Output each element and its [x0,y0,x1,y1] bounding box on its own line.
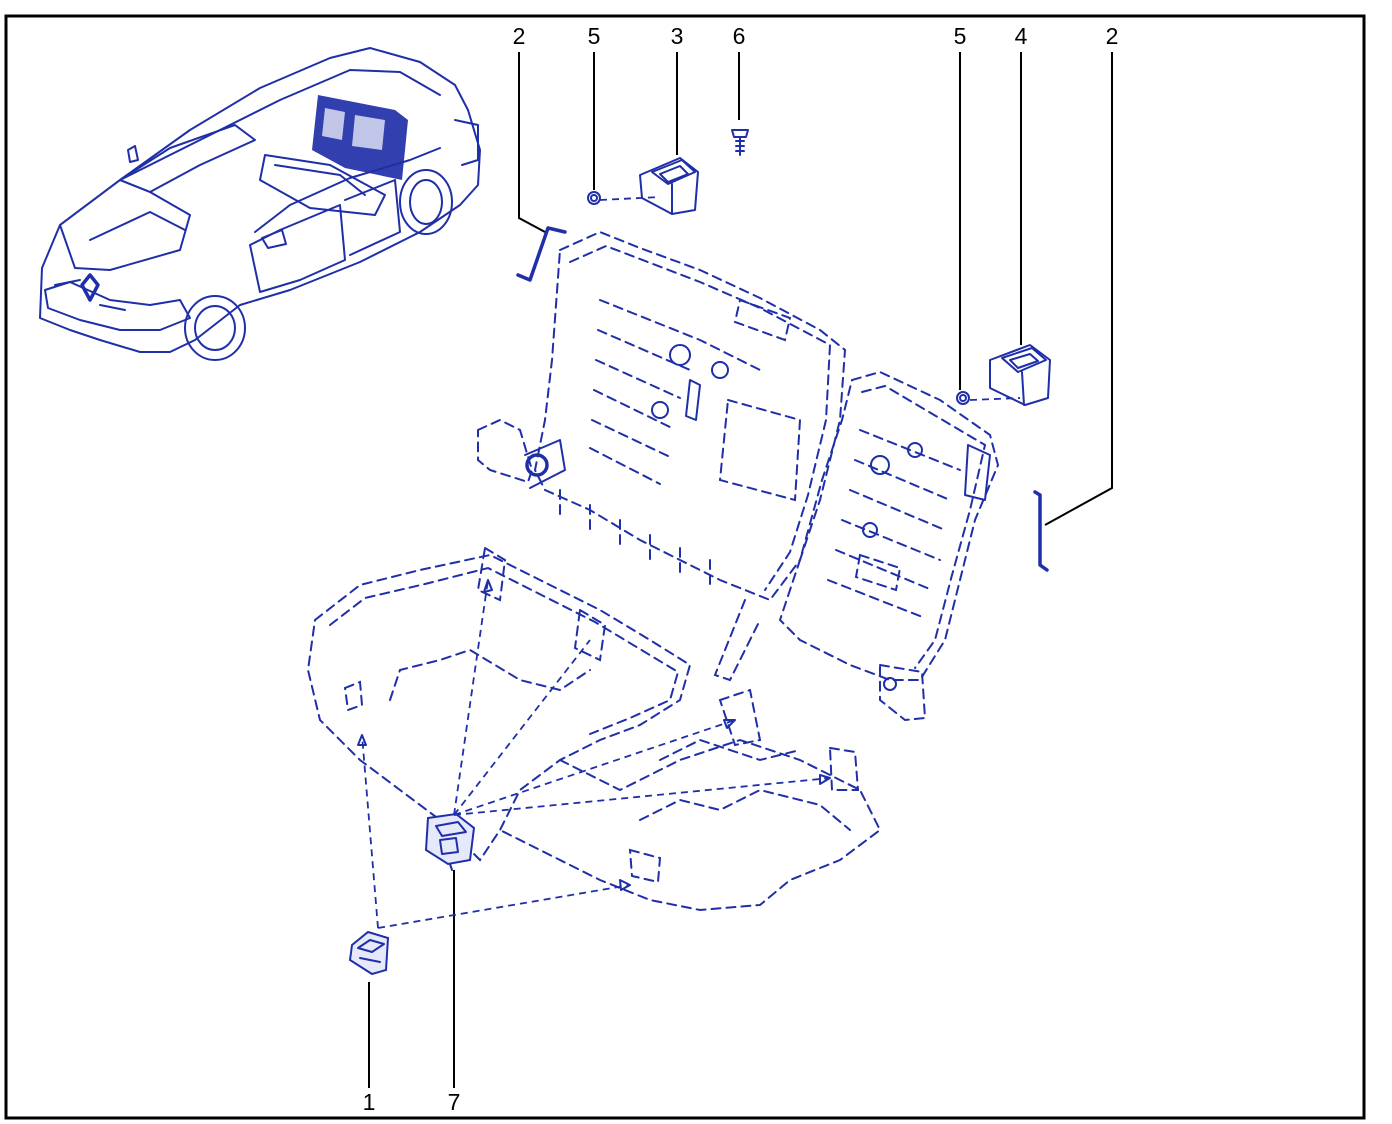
part-3-latch-cover [639,157,699,215]
diagram-border [4,14,1366,1120]
callout-1: 1 [363,1089,376,1115]
callout-group: 2 5 3 6 5 4 2 1 7 [363,23,1119,1115]
callout-2-left: 2 [513,23,526,49]
part-6-screw [731,129,749,156]
part-2-rod-right [1033,490,1049,572]
part-4-latch-cover [989,344,1051,406]
car-illustration [39,47,481,361]
callout-5-right: 5 [954,23,967,49]
callout-6: 6 [733,23,746,49]
leader-2-right [1044,52,1113,526]
seat-base-frame [306,546,882,912]
seatback-frame-right [713,370,1000,722]
leader-2-left [518,52,546,233]
part-7-hook [424,812,476,871]
callout-3: 3 [671,23,684,49]
callout-4: 4 [1015,23,1028,49]
part-2-rod-left [516,226,567,282]
callout-7: 7 [448,1089,461,1115]
assembly-guide-lines [357,579,831,929]
callout-5-left: 5 [588,23,601,49]
seatback-frame-left [477,230,847,602]
callout-2-right: 2 [1106,23,1119,49]
part-1-bracket [348,930,390,976]
part-5-clip-left [587,191,661,205]
